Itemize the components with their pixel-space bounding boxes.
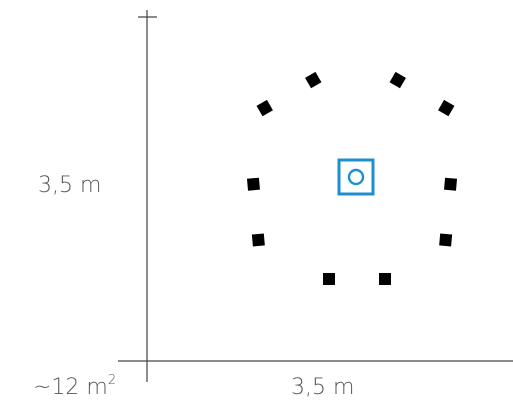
- area-label: ~12 m2: [33, 373, 116, 400]
- chair-icon-top-right: [378, 4, 497, 130]
- chair-icon-bottom: [317, 261, 397, 359]
- width-label: 3,5 m: [291, 375, 354, 400]
- height-label: 3,5 m: [38, 173, 101, 198]
- chair-icon-right: [426, 170, 513, 259]
- chair-icon-top-left: [214, 4, 333, 130]
- table-icon: [337, 158, 375, 196]
- chair-icon-left: [172, 170, 278, 259]
